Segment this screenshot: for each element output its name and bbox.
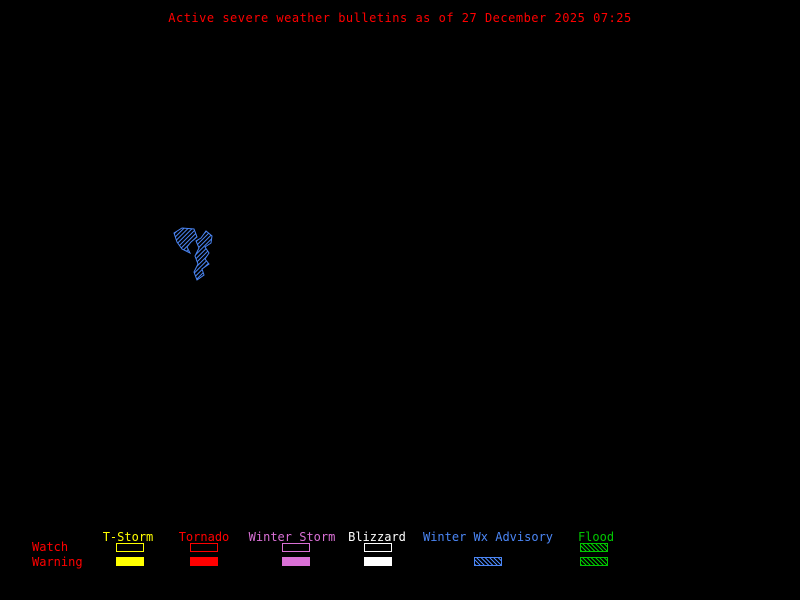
swatch-winter-storm-warning xyxy=(282,557,310,566)
page-title: Active severe weather bulletins as of 27… xyxy=(168,11,632,25)
swatch-blizzard-watch xyxy=(364,543,392,552)
legend-label-flood: Flood xyxy=(577,530,615,544)
swatch-winter-storm-watch xyxy=(282,543,310,552)
legend-row-watch: Watch xyxy=(32,540,69,554)
advisory-region-east xyxy=(193,230,213,281)
legend-row-warning: Warning xyxy=(32,555,83,569)
swatch-tstorm-warning xyxy=(116,557,144,566)
swatch-tornado-watch xyxy=(190,543,218,552)
legend-label-tornado: Tornado xyxy=(178,530,230,544)
legend-label-winter-storm: Winter Storm xyxy=(248,530,336,544)
swatch-flood-warning xyxy=(580,557,608,566)
legend-label-tstorm: T-Storm xyxy=(102,530,154,544)
swatch-tornado-warning xyxy=(190,557,218,566)
legend-label-winter-wx-advisory: Winter Wx Advisory xyxy=(422,530,554,544)
advisory-region-west xyxy=(173,227,198,255)
legend-label-blizzard: Blizzard xyxy=(348,530,406,544)
swatch-flood-watch xyxy=(580,543,608,552)
swatch-tstorm-watch xyxy=(116,543,144,552)
swatch-winter-wx-advisory-warning xyxy=(474,557,502,566)
swatch-blizzard-warning xyxy=(364,557,392,566)
